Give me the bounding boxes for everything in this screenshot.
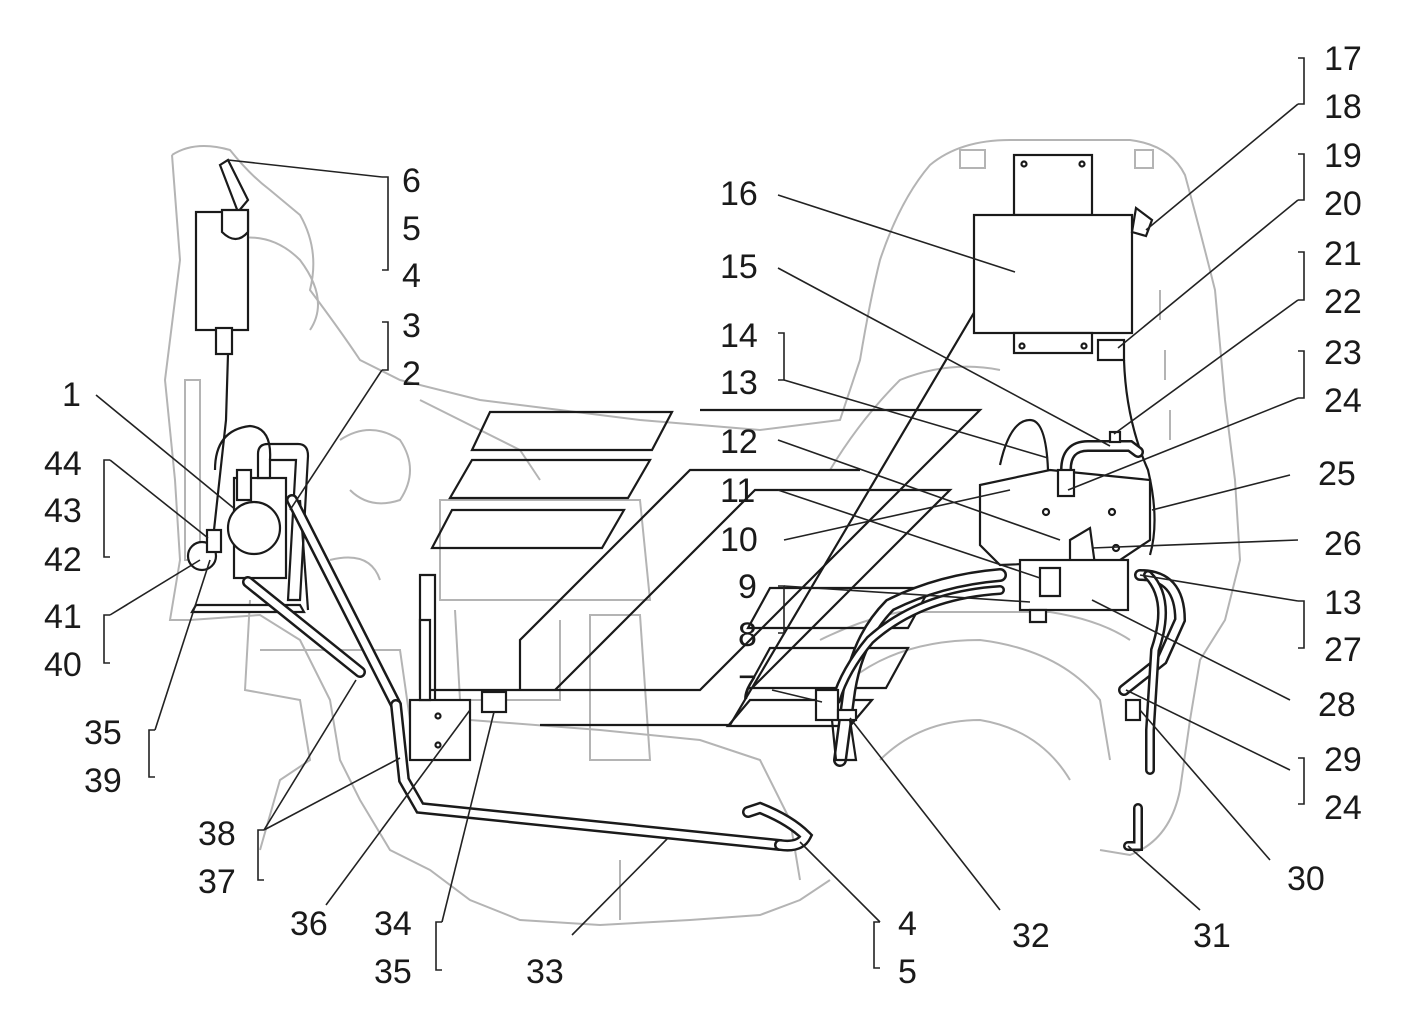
callout-20: 20 <box>1324 185 1362 223</box>
callout-9: 9 <box>738 568 757 606</box>
callout-32: 32 <box>1012 917 1050 955</box>
callout-36: 36 <box>290 905 328 943</box>
callout-21: 21 <box>1324 235 1362 273</box>
callout-44: 44 <box>44 445 82 483</box>
callout-2: 2 <box>402 355 421 393</box>
callout-13-upper: 13 <box>720 364 758 402</box>
callout-15: 15 <box>720 248 758 286</box>
callout-37: 37 <box>198 863 236 901</box>
callout-42: 42 <box>44 541 82 579</box>
callout-6: 6 <box>402 162 421 200</box>
callout-35-lower: 35 <box>374 953 412 991</box>
callout-13: 13 <box>1324 584 1362 622</box>
callout-5: 5 <box>402 210 421 248</box>
callout-39: 39 <box>84 762 122 800</box>
callout-17: 17 <box>1324 40 1362 78</box>
callout-18: 18 <box>1324 88 1362 126</box>
callout-34: 34 <box>374 905 412 943</box>
callout-3: 3 <box>402 307 421 345</box>
callout-35: 35 <box>84 714 122 752</box>
left-assembly <box>186 158 814 852</box>
callout-4-lower: 4 <box>898 905 917 943</box>
callout-14: 14 <box>720 317 758 355</box>
callout-8: 8 <box>738 616 757 654</box>
callout-41: 41 <box>44 598 82 636</box>
callout-23: 23 <box>1324 334 1362 372</box>
callout-7: 7 <box>738 669 757 707</box>
callout-11: 11 <box>720 472 756 510</box>
callout-40: 40 <box>44 646 82 684</box>
callout-5-lower: 5 <box>898 953 917 991</box>
callout-25: 25 <box>1318 455 1356 493</box>
callout-24-lower: 24 <box>1324 789 1362 827</box>
callout-33: 33 <box>526 953 564 991</box>
callout-4: 4 <box>402 257 421 295</box>
callout-24: 24 <box>1324 382 1362 420</box>
callout-31: 31 <box>1193 917 1231 955</box>
callout-16: 16 <box>720 175 758 213</box>
callout-12: 12 <box>720 423 758 461</box>
callout-38: 38 <box>198 815 236 853</box>
callout-30: 30 <box>1287 860 1325 898</box>
callout-27: 27 <box>1324 631 1362 669</box>
callout-43: 43 <box>44 492 82 530</box>
callout-1: 1 <box>62 376 81 414</box>
callout-29: 29 <box>1324 741 1362 779</box>
callout-26: 26 <box>1324 525 1362 563</box>
right-assembly <box>814 153 1187 851</box>
callout-28: 28 <box>1318 686 1356 724</box>
leader-lines <box>95 57 1305 971</box>
callout-19: 19 <box>1324 137 1362 175</box>
callout-10: 10 <box>720 521 758 559</box>
callout-22: 22 <box>1324 283 1362 321</box>
